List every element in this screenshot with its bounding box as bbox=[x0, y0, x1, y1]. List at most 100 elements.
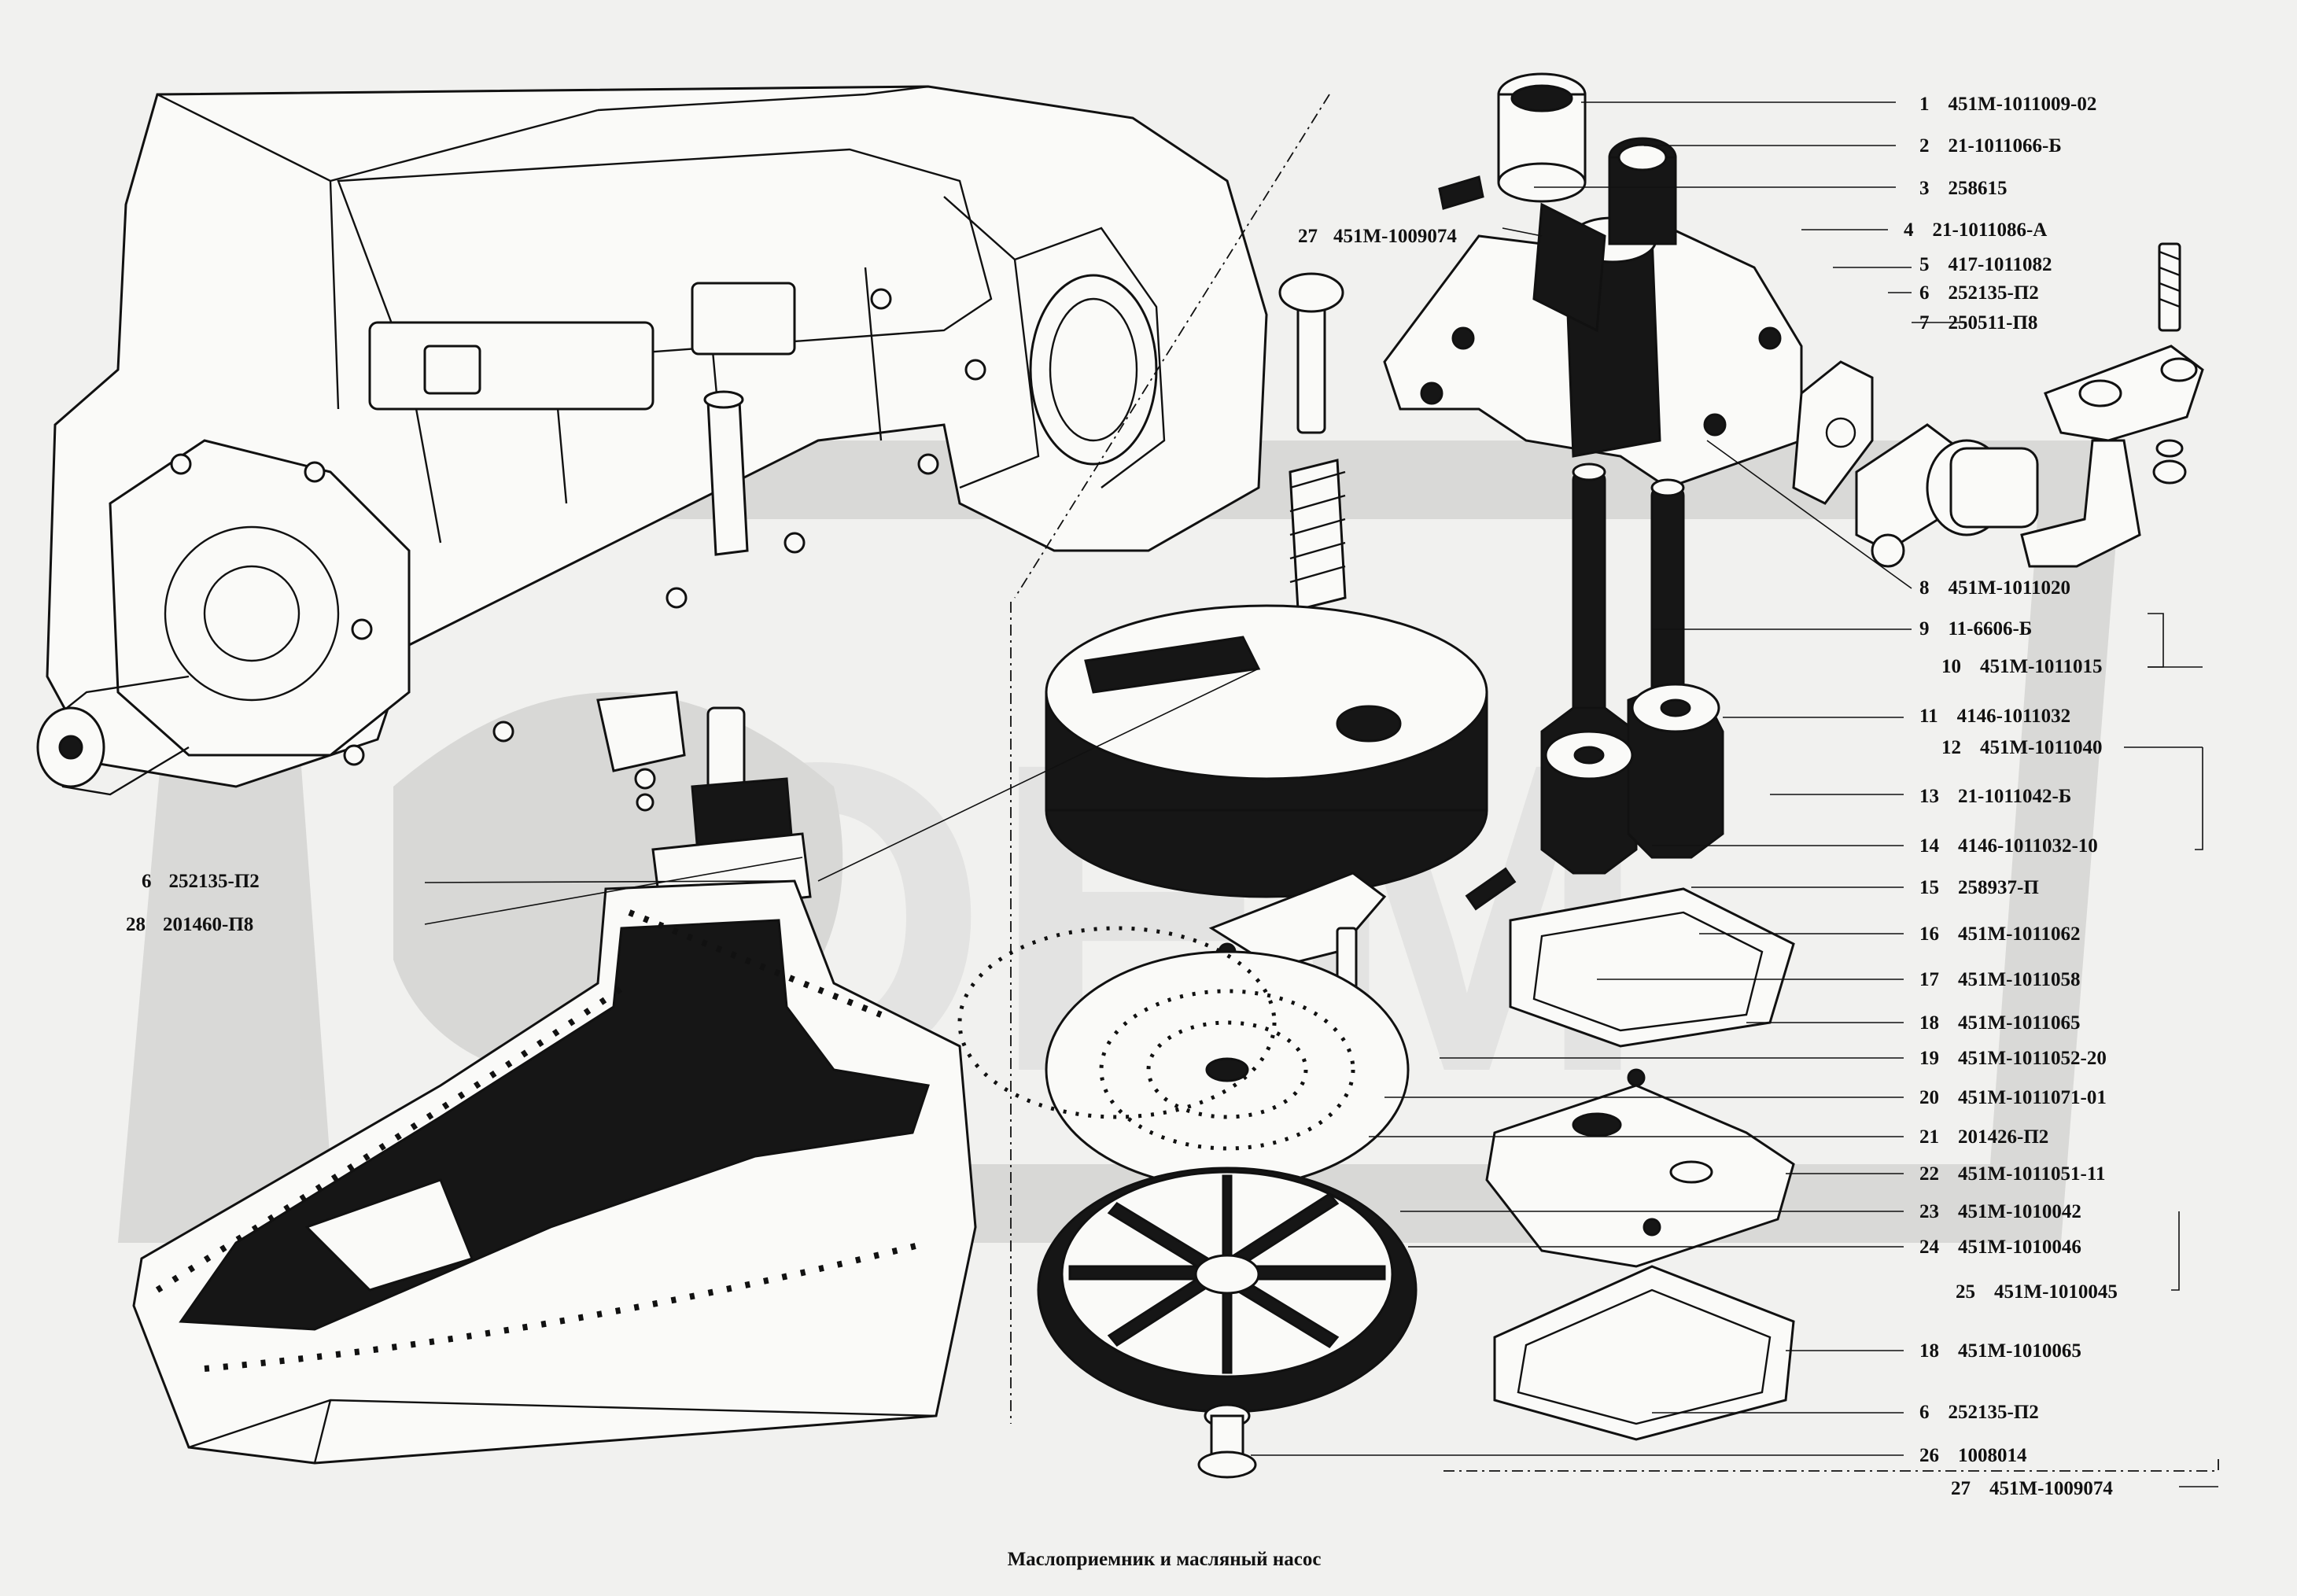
callout-number: 6 bbox=[1919, 1402, 1930, 1423]
callout-number: 24 bbox=[1919, 1237, 1940, 1258]
callout-item: 5 417-1011082 bbox=[1919, 254, 2052, 275]
callout-code: 451М-1010065 bbox=[1958, 1340, 2081, 1362]
callout-item: 12 451М-1011040 bbox=[1941, 737, 2103, 758]
block-bolts bbox=[170, 288, 986, 766]
callout-code: 451М-1011062 bbox=[1958, 923, 2081, 945]
callout-item: 24 451М-1010046 bbox=[1919, 1237, 2081, 1258]
callout-number: 6 bbox=[142, 871, 152, 892]
callout-item: 26 1008014 bbox=[1919, 1445, 2027, 1466]
callout-code: 1008014 bbox=[1958, 1445, 2027, 1466]
callouts-left: 6 252135-П2 28 201460-П8 bbox=[126, 871, 260, 935]
callout-item: 6 252135-П2 bbox=[1919, 1402, 2039, 1423]
callout-number: 21 bbox=[1919, 1126, 1939, 1148]
callout-number: 14 bbox=[1919, 835, 1940, 857]
callout-number: 3 bbox=[1919, 178, 1930, 199]
perforation-holes bbox=[957, 926, 1355, 1151]
callout-item: 6 252135-П2 bbox=[142, 871, 260, 892]
callout-number: 26 bbox=[1919, 1445, 1939, 1466]
oil-pan bbox=[132, 879, 977, 1465]
callout-number: 4 bbox=[1904, 219, 1914, 241]
callout-code: 451М-1011040 bbox=[1980, 737, 2103, 758]
callout-number: 10 bbox=[1941, 656, 1961, 677]
callout-code: 252135-П2 bbox=[169, 871, 260, 892]
pump-covers bbox=[1485, 887, 1795, 1441]
callout-number: 6 bbox=[1919, 282, 1930, 304]
callout-number: 19 bbox=[1919, 1048, 1939, 1069]
callout-number: 16 bbox=[1919, 923, 1939, 945]
callout-number: 1 bbox=[1919, 94, 1930, 115]
callout-number: 8 bbox=[1919, 577, 1930, 599]
callout-item: 14 4146-1011032-10 bbox=[1919, 835, 2098, 857]
callout-number: 12 bbox=[1941, 737, 1961, 758]
callout-item: 9 11-6606-Б bbox=[1919, 618, 2032, 640]
callout-code: 451М-1009074 bbox=[1333, 226, 1457, 247]
callout-item: 25 451М-1010045 bbox=[1956, 1281, 2118, 1303]
callout-number: 18 bbox=[1919, 1340, 1939, 1362]
callout-number: 20 bbox=[1919, 1087, 1939, 1108]
callout-number: 11 bbox=[1919, 706, 1938, 727]
callout-code: 4146-1011032-10 bbox=[1958, 835, 2098, 857]
callout-code: 4146-1011032 bbox=[1957, 706, 2070, 727]
callout-item: 10 451М-1011015 bbox=[1941, 656, 2103, 677]
callout-code: 451М-1011051-11 bbox=[1958, 1163, 2106, 1185]
callout-item: 13 21-1011042-Б bbox=[1919, 786, 2071, 807]
callout-item: 11 4146-1011032 bbox=[1919, 706, 2070, 727]
callout-number: 18 bbox=[1919, 1012, 1939, 1034]
leader-lines bbox=[424, 101, 2218, 1487]
callout-code: 451М-1011052-20 bbox=[1958, 1048, 2107, 1069]
callout-number: 5 bbox=[1919, 254, 1930, 275]
callout-number: 15 bbox=[1919, 877, 1939, 898]
callout-number: 25 bbox=[1956, 1281, 1975, 1303]
callout-code: 258615 bbox=[1949, 178, 2008, 199]
flange-parts bbox=[1792, 242, 2204, 568]
callout-item: 18 451М-1010065 bbox=[1919, 1340, 2081, 1362]
callout-item: 16 451М-1011062 bbox=[1919, 923, 2081, 945]
callout-number: 22 bbox=[1919, 1163, 1939, 1185]
callout-number: 2 bbox=[1919, 135, 1930, 157]
callout-code: 201460-П8 bbox=[163, 914, 253, 935]
callout-code: 451М-1011058 bbox=[1958, 969, 2081, 990]
callout-item: 27 451М-1009074 bbox=[1951, 1478, 2113, 1499]
callout-item: 7 250511-П8 bbox=[1919, 312, 2037, 334]
callout-code: 451М-1010042 bbox=[1958, 1201, 2081, 1222]
callout-item: 22 451М-1011051-11 bbox=[1919, 1163, 2106, 1185]
callout-code: 11-6606-Б bbox=[1949, 618, 2033, 640]
callout-code: 451М-1010046 bbox=[1958, 1237, 2081, 1258]
callout-item: 2 21-1011066-Б bbox=[1919, 135, 2062, 157]
pump-gears bbox=[1465, 463, 1724, 911]
oil-pump-housing bbox=[1383, 72, 1803, 489]
callout-number: 9 bbox=[1919, 618, 1930, 640]
callout-number: 7 bbox=[1919, 312, 1930, 334]
callout-code: 451М-1009074 bbox=[1989, 1478, 2113, 1499]
callout-number: 27 bbox=[1951, 1478, 1971, 1499]
callout-number: 13 bbox=[1919, 786, 1939, 807]
callout-item: 28 201460-П8 bbox=[126, 914, 253, 935]
assembly-axis-lines bbox=[1010, 94, 2219, 1472]
callout-code: 252135-П2 bbox=[1949, 1402, 2039, 1423]
strainer-assembly bbox=[957, 272, 1488, 1479]
callout-item: 3 258615 bbox=[1919, 178, 2008, 199]
callout-code: 451М-1011065 bbox=[1958, 1012, 2081, 1034]
callout-code: 451М-1010045 bbox=[1994, 1281, 2118, 1303]
callout-code: 417-1011082 bbox=[1949, 254, 2052, 275]
callout-number: 27 bbox=[1298, 226, 1318, 247]
callout-27-top: 27 451М-1009074 bbox=[1298, 226, 1457, 247]
callout-number: 23 bbox=[1919, 1201, 1939, 1222]
engine-block bbox=[36, 85, 1268, 796]
callout-code: 21-1011066-Б bbox=[1949, 135, 2062, 157]
callout-code: 252135-П2 bbox=[1949, 282, 2039, 304]
callout-code: 250511-П8 bbox=[1949, 312, 2038, 334]
callout-code: 451М-1011015 bbox=[1980, 656, 2103, 677]
callout-item: 6 252135-П2 bbox=[1919, 282, 2039, 304]
callout-item: 23 451М-1010042 bbox=[1919, 1201, 2081, 1222]
callout-number: 28 bbox=[126, 914, 146, 935]
callout-code: 21-1011042-Б bbox=[1958, 786, 2071, 807]
callout-code: 21-1011086-А bbox=[1933, 219, 2048, 241]
callout-item: 18 451М-1011065 bbox=[1919, 1012, 2081, 1034]
